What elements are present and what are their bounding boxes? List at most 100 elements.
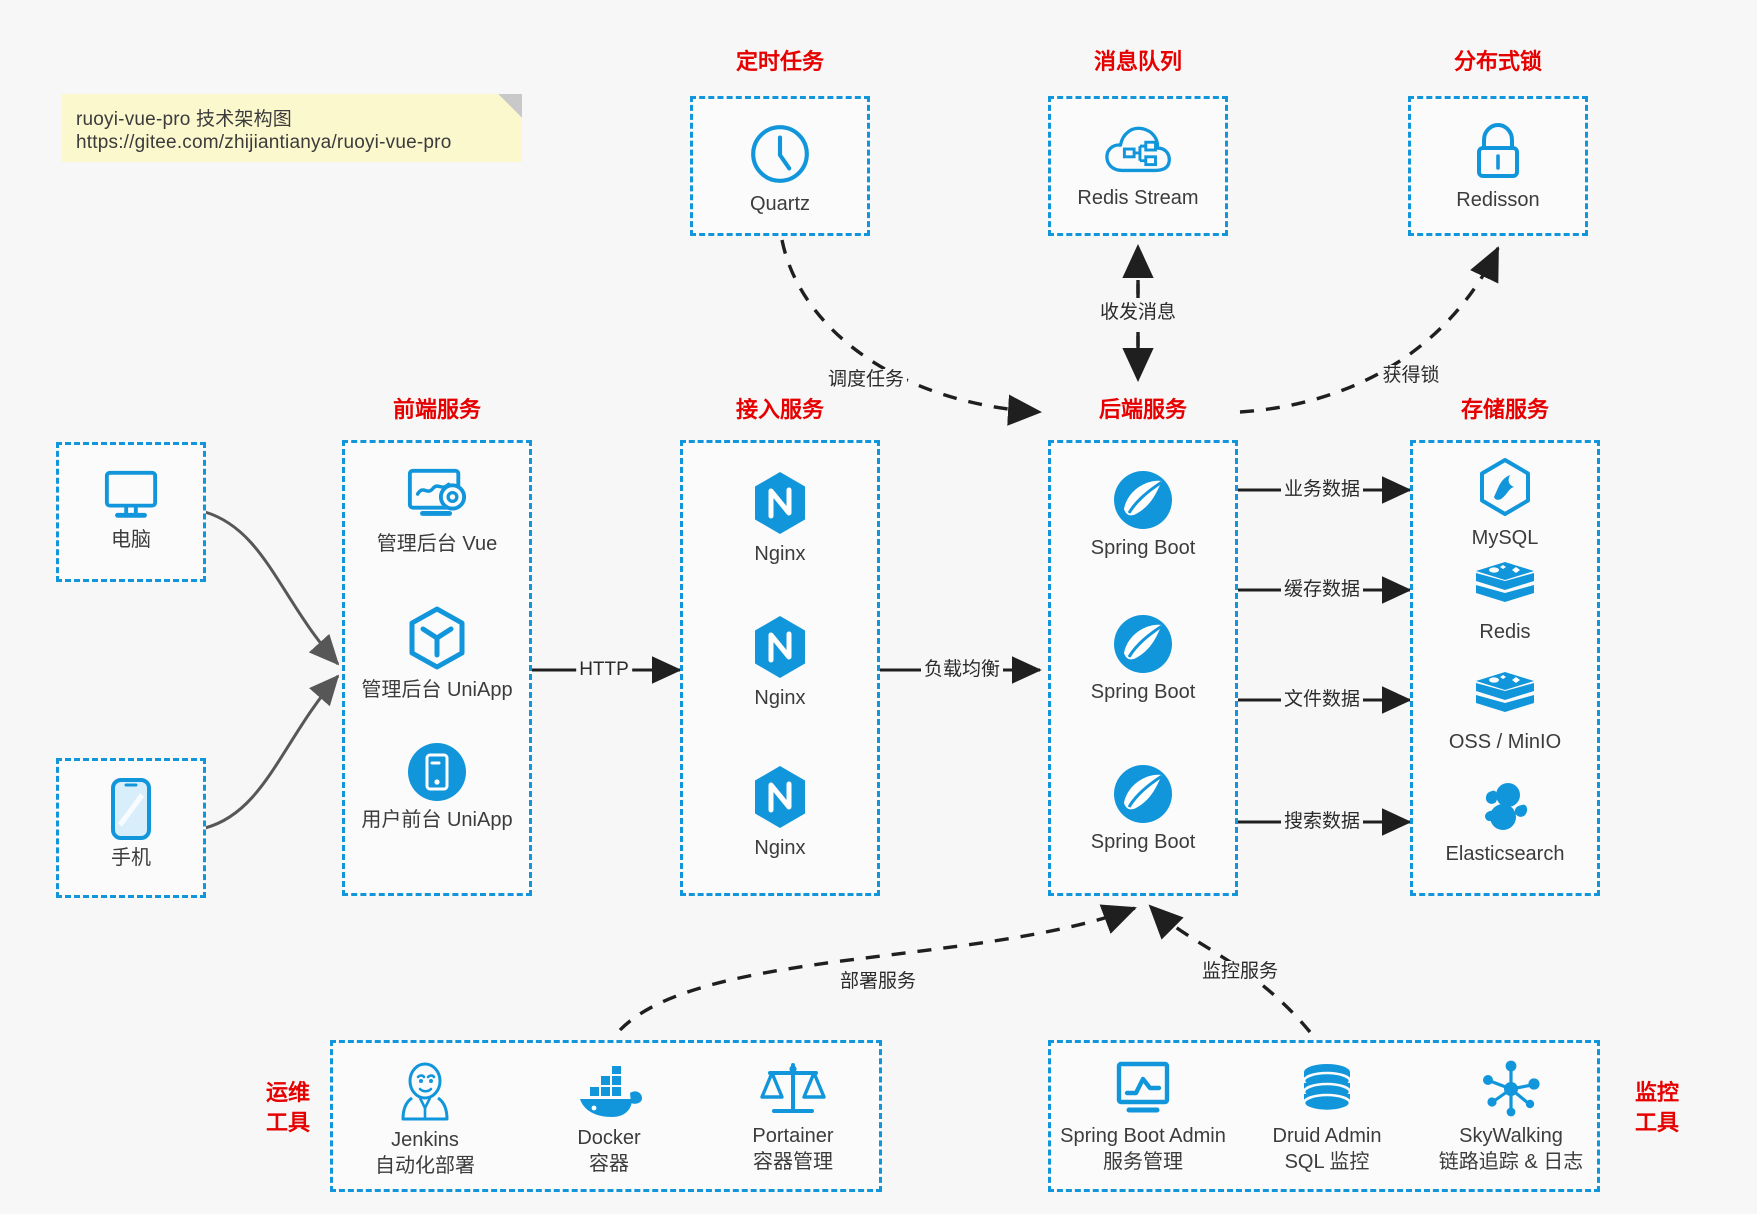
node-portainer[interactable]: Portainer 容器管理 (701, 1059, 885, 1175)
node-oss-minio[interactable]: OSS / MinIO (1413, 669, 1597, 755)
node-label: Elasticsearch (1445, 843, 1565, 865)
node-label: Docker (577, 1127, 641, 1149)
node-user-uniapp[interactable]: 用户前台 UniApp (345, 741, 529, 833)
cloud-stream-icon (1105, 126, 1171, 173)
node-label: Spring Boot (1090, 681, 1196, 703)
node-label: Redis Stream (1077, 187, 1199, 209)
node-label: Nginx (754, 543, 806, 565)
group-title-backend: 后端服务 (1098, 397, 1187, 422)
edge-label-acquire-lock: 获得锁 (1379, 365, 1443, 387)
group-box-storage: MySQL Redis OSS / MinIO (1410, 440, 1600, 896)
mobile-app-icon (408, 743, 466, 801)
smartphone-icon (111, 778, 151, 840)
node-nginx-2[interactable]: Nginx (683, 613, 877, 711)
mysql-icon (1480, 458, 1530, 516)
group-title-gateway: 接入服务 (735, 397, 824, 422)
node-mysql[interactable]: MySQL (1413, 457, 1597, 551)
nginx-icon (755, 766, 805, 828)
group-title-mq: 消息队列 (1093, 49, 1182, 74)
edge-label-monitor-service: 监控服务 (1198, 961, 1282, 983)
clock-icon (751, 125, 809, 183)
node-spring-boot-3[interactable]: Spring Boot (1051, 763, 1235, 855)
node-label: 管理后台 Vue (376, 533, 498, 555)
edge-label-search-data: 搜索数据 (1280, 811, 1364, 833)
node-label: Jenkins (391, 1129, 459, 1151)
note-card: ruoyi-vue-pro 技术架构图 https://gitee.com/zh… (62, 94, 522, 162)
jenkins-butler-icon (401, 1062, 449, 1121)
node-spring-boot-admin[interactable]: Spring Boot Admin 服务管理 (1051, 1059, 1235, 1175)
portainer-scales-icon (760, 1063, 826, 1113)
node-label: Redisson (1456, 189, 1540, 211)
node-docker[interactable]: Docker 容器 (517, 1065, 701, 1177)
group-box-devops: Jenkins 自动化部署 Docker 容器 (330, 1040, 882, 1192)
group-box-client-mobile: 手机 (56, 758, 206, 898)
edge-label-business-data: 业务数据 (1280, 479, 1364, 501)
edge-label-cache-data: 缓存数据 (1280, 579, 1364, 601)
edge-label-deploy-service: 部署服务 (836, 971, 920, 993)
node-label: 手机 (111, 847, 151, 869)
group-box-backend: Spring Boot Spring Boot Spring Boot (1048, 440, 1238, 896)
uniapp-cube-icon (409, 606, 465, 670)
group-title-devops-line1: 运维 (265, 1080, 310, 1105)
spring-boot-icon (1114, 471, 1172, 529)
node-label: Spring Boot Admin (1060, 1125, 1226, 1147)
group-box-monitoring: Spring Boot Admin 服务管理 Druid Admin SQL 监… (1048, 1040, 1600, 1192)
edge-label-file-data: 文件数据 (1280, 689, 1364, 711)
group-box-mq: Redis Stream (1048, 96, 1228, 236)
node-sublabel: 容器管理 (753, 1151, 833, 1173)
monitor-chart-icon (1116, 1061, 1170, 1113)
group-box-client-desktop: 电脑 (56, 442, 206, 582)
group-box-gateway: Nginx Nginx Nginx (680, 440, 880, 896)
edge-label-load-balance: 负载均衡 (920, 659, 1004, 681)
node-skywalking[interactable]: SkyWalking 链路追踪 & 日志 (1419, 1059, 1603, 1175)
database-cylinder-icon (1302, 1064, 1352, 1113)
node-quartz[interactable]: Quartz (693, 121, 867, 217)
node-redisson[interactable]: Redisson (1411, 121, 1585, 213)
edge-label-http: HTTP (576, 659, 632, 681)
node-label: Spring Boot (1090, 537, 1196, 559)
docker-whale-icon (580, 1066, 642, 1117)
node-label: OSS / MinIO (1448, 731, 1562, 753)
group-title-storage: 存储服务 (1460, 397, 1549, 422)
node-nginx-3[interactable]: Nginx (683, 763, 877, 861)
group-title-frontend: 前端服务 (392, 397, 481, 422)
desktop-monitor-icon (104, 470, 158, 518)
group-title-lock: 分布式锁 (1453, 49, 1542, 74)
node-admin-vue[interactable]: 管理后台 Vue (345, 465, 529, 557)
node-elasticsearch[interactable]: Elasticsearch (1413, 779, 1597, 867)
redis-icon (1476, 562, 1534, 602)
node-druid-admin[interactable]: Druid Admin SQL 监控 (1235, 1061, 1419, 1175)
dashboard-gear-icon (407, 468, 467, 516)
node-label: Druid Admin (1272, 1125, 1382, 1147)
skywalking-nodes-icon (1483, 1060, 1540, 1117)
note-url: https://gitee.com/zhijiantianya/ruoyi-vu… (76, 132, 452, 153)
node-desktop[interactable]: 电脑 (59, 467, 203, 553)
node-nginx-1[interactable]: Nginx (683, 469, 877, 567)
node-spring-boot-1[interactable]: Spring Boot (1051, 469, 1235, 561)
group-title-scheduler: 定时任务 (735, 49, 824, 74)
elasticsearch-icon (1485, 783, 1528, 830)
node-label: 管理后台 UniApp (361, 679, 513, 701)
node-admin-uniapp[interactable]: 管理后台 UniApp (345, 605, 529, 703)
group-title-devops-line2: 工具 (265, 1110, 310, 1135)
node-label: MySQL (1471, 527, 1539, 549)
node-redis-stream[interactable]: Redis Stream (1051, 119, 1225, 211)
node-sublabel: 服务管理 (1103, 1151, 1183, 1173)
node-label: Portainer (752, 1125, 834, 1147)
node-redis[interactable]: Redis (1413, 559, 1597, 645)
node-mobile[interactable]: 手机 (59, 777, 203, 871)
node-label: 电脑 (111, 529, 151, 551)
node-label: 用户前台 UniApp (361, 809, 513, 831)
node-sublabel: 链路追踪 & 日志 (1438, 1151, 1584, 1173)
node-spring-boot-2[interactable]: Spring Boot (1051, 613, 1235, 705)
node-sublabel: 自动化部署 (375, 1155, 475, 1177)
edge-label-schedule-task: 调度任务 (824, 369, 908, 391)
group-box-lock: Redisson (1408, 96, 1588, 236)
oss-minio-icon (1476, 672, 1534, 712)
group-box-scheduler: Quartz (690, 96, 870, 236)
node-sublabel: SQL 监控 (1284, 1151, 1370, 1173)
node-label: Nginx (754, 687, 806, 709)
group-title-monitoring-line2: 工具 (1634, 1110, 1679, 1135)
node-jenkins[interactable]: Jenkins 自动化部署 (333, 1059, 517, 1179)
